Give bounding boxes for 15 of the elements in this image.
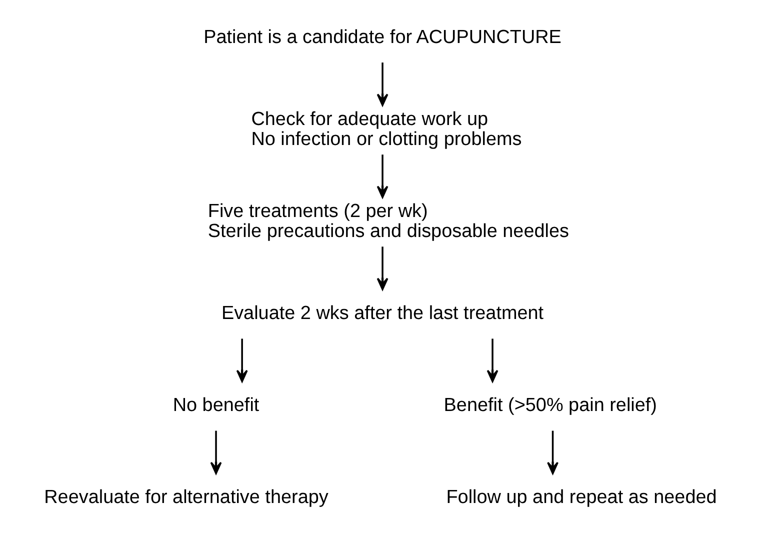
arrow (486, 338, 498, 382)
node-text: Check for adequate work up No infection or clotting problems (251, 108, 522, 150)
node-text: Evaluate 2 wks after the last treatment (221, 303, 544, 324)
node-text: Reevaluate for alternative therapy (44, 487, 328, 508)
arrow (376, 154, 388, 198)
arrow (210, 430, 222, 474)
arrow (236, 338, 248, 382)
arrow (547, 430, 559, 474)
arrow (376, 246, 388, 290)
node-text: Follow up and repeat as needed (446, 487, 717, 508)
node-text: No benefit (172, 395, 260, 416)
node-text: Five treatments (2 per wk) Sterile precautions and disposable needles (208, 200, 570, 242)
node-text: Patient is a candidate for ACUPUNCTURE (204, 26, 562, 48)
node-text: Benefit (>50% pain relief) (444, 395, 657, 416)
arrow (376, 62, 388, 106)
